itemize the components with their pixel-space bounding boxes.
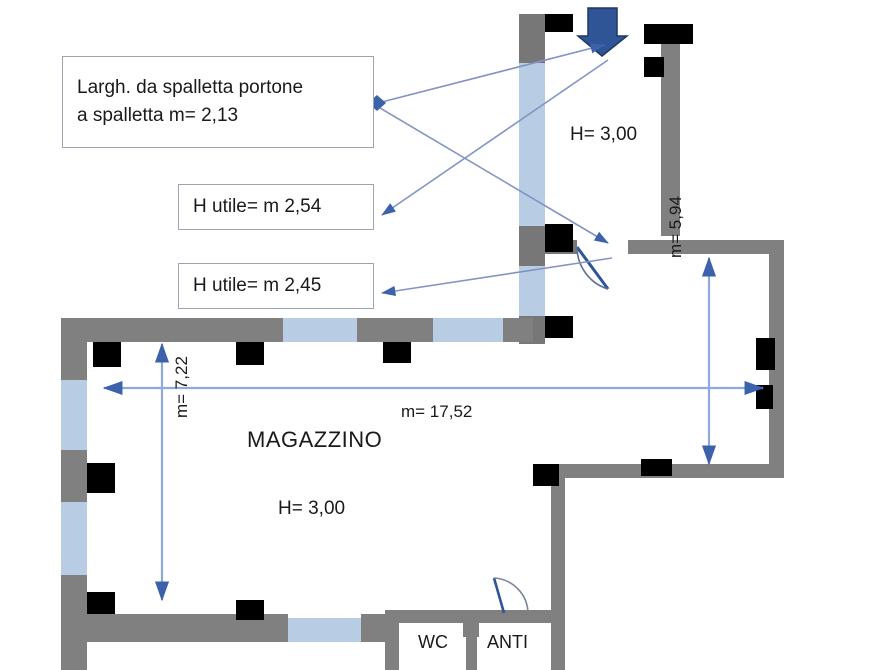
pillar — [644, 57, 664, 77]
label-height-magazzino: H= 3,00 — [278, 498, 346, 519]
wall-partition — [466, 623, 477, 670]
pillar — [236, 600, 264, 620]
leader-line — [379, 107, 609, 244]
wall-segment — [551, 610, 565, 670]
window-segment — [288, 618, 361, 642]
pillar — [663, 24, 693, 44]
wall-segment — [61, 450, 87, 502]
door-arc — [493, 577, 529, 614]
callout-h-utile-245: H utile= m 2,45 — [178, 263, 374, 309]
wall-segment — [628, 240, 783, 254]
wall-segment — [519, 226, 545, 266]
label-room-magazzino: MAGAZZINO — [247, 427, 383, 452]
label-room-wc: WC — [418, 632, 448, 652]
pillar — [87, 463, 115, 493]
entry-arrow-icon — [575, 7, 630, 57]
wall-group-top-right-stub — [644, 24, 693, 236]
callout-h-utile-254: H utile= m 2,54 — [178, 184, 374, 230]
wall-group-right-room — [533, 240, 784, 670]
wall-group-wc-anti — [385, 610, 565, 670]
door-arc — [576, 246, 609, 290]
pillar — [644, 24, 664, 44]
leader-line — [381, 257, 613, 297]
pillar — [533, 464, 559, 486]
pillar-stub — [463, 623, 479, 637]
wall-group-magazzino-top — [61, 318, 533, 367]
label-dimension-depth-right: m= 5,94 — [666, 196, 685, 258]
leader-line — [381, 59, 609, 216]
label-room-anti: ANTI — [487, 632, 529, 652]
window-segment — [519, 266, 545, 316]
wall-segment — [661, 24, 680, 236]
window-segment — [519, 63, 545, 226]
down-arrow-shape — [575, 7, 630, 57]
pillar — [545, 224, 573, 252]
dimension-lines — [102, 256, 765, 602]
window-segment — [283, 318, 357, 342]
pillar — [641, 459, 672, 476]
wall-segment — [503, 318, 533, 342]
door-swing-group — [492, 246, 610, 614]
callout-leader-lines — [368, 43, 613, 297]
pillar — [93, 342, 121, 367]
pillar — [236, 342, 264, 365]
pillar — [545, 14, 573, 32]
wall-segment — [61, 318, 283, 342]
label-dimension-depth-main: m= 7,22 — [172, 356, 191, 418]
label-dimension-width-main: m= 17,52 — [401, 402, 473, 421]
window-segment — [61, 502, 87, 575]
wall-segment — [357, 318, 433, 342]
wall-segment — [385, 610, 565, 623]
door-leaf — [575, 246, 610, 290]
window-segment — [433, 318, 503, 342]
pillar — [756, 338, 775, 370]
callout-larghezza-portone: Largh. da spalletta portone a spalletta … — [62, 56, 374, 148]
window-segment — [61, 380, 87, 450]
door-leaf — [492, 577, 506, 614]
wall-group-magazzino-bottom — [61, 600, 393, 642]
wall-group-upper-corridor — [519, 14, 577, 344]
leader-line — [377, 43, 605, 104]
wall-segment — [385, 610, 399, 670]
wall-segment — [519, 14, 545, 63]
pillar — [545, 316, 573, 338]
label-height-top-corridor: H= 3,00 — [570, 124, 638, 145]
wall-segment — [61, 318, 87, 380]
pillar — [383, 342, 411, 363]
wall-segment — [769, 240, 784, 478]
